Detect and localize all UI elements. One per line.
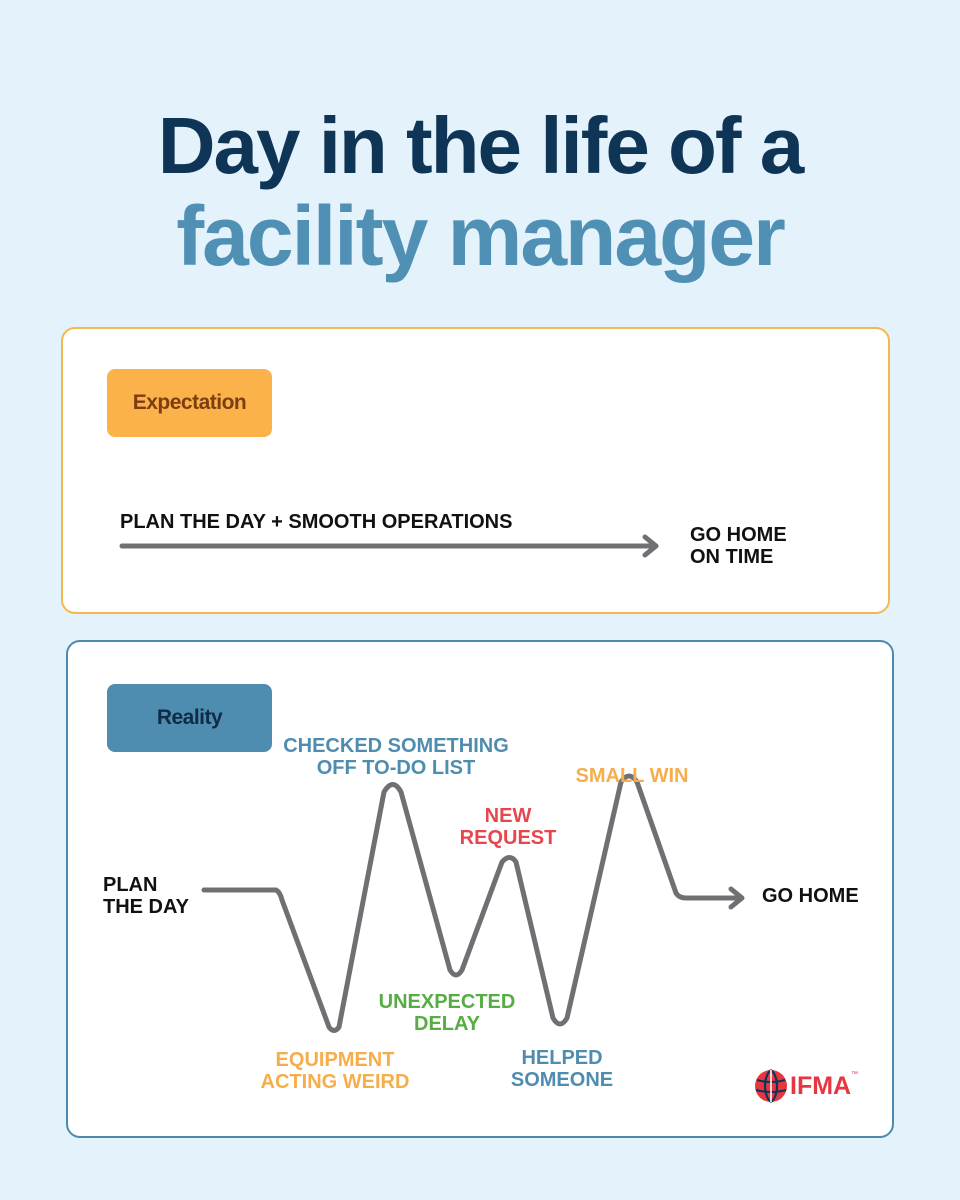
event-checked-off-list: CHECKED SOMETHING OFF TO-DO LIST — [283, 735, 509, 779]
expectation-end-label: GO HOME ON TIME — [690, 524, 787, 568]
trademark-mark: ™ — [851, 1071, 858, 1078]
event-equipment-acting-weird: EQUIPMENT ACTING WEIRD — [260, 1049, 410, 1093]
reality-end-label: GO HOME — [762, 885, 859, 907]
expectation-path-label: PLAN THE DAY + SMOOTH OPERATIONS — [120, 511, 513, 533]
event-new-request: NEW REQUEST — [459, 805, 557, 849]
reality-start-label: PLAN THE DAY — [103, 874, 189, 918]
expectation-badge: Expectation — [107, 369, 272, 437]
title-line-2: facility manager — [176, 189, 786, 283]
title-line-1: Day in the life of a — [157, 101, 805, 190]
event-small-win: SMALL WIN — [575, 765, 689, 787]
expectation-arrow — [119, 534, 659, 558]
reality-badge: Reality — [107, 684, 272, 752]
event-helped-someone: HELPED SOMEONE — [510, 1047, 614, 1091]
event-unexpected-delay: UNEXPECTED DELAY — [378, 991, 516, 1035]
ifma-logo-text: IFMA — [790, 1072, 852, 1100]
reality-path — [201, 773, 745, 1033]
globe-icon — [755, 1069, 787, 1103]
